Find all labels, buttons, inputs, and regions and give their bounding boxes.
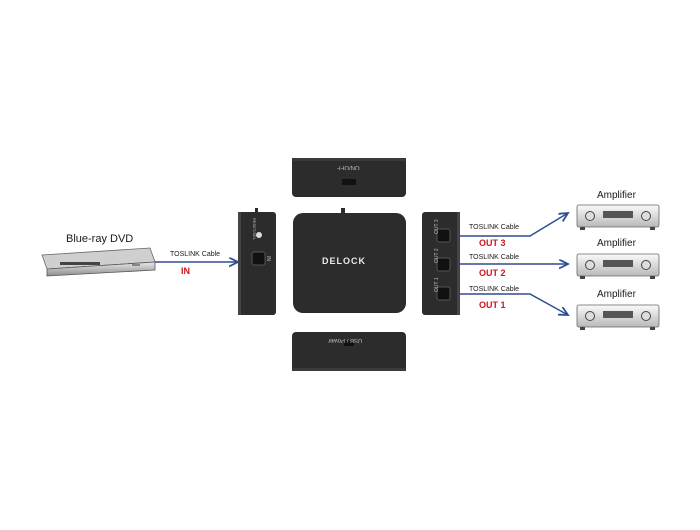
switch-right-panel <box>422 212 460 315</box>
bottom-panel-label: USB / Power <box>328 337 363 343</box>
output-cable-label: TOSLINK Cable <box>469 224 520 231</box>
output-cable-line-1 <box>460 293 568 315</box>
output-cable-label: TOSLINK Cable <box>469 286 520 293</box>
switch-main-body <box>293 208 406 313</box>
amplifier-label: Amplifier <box>597 190 636 201</box>
amplifier-label: Amplifier <box>597 289 636 300</box>
output-cable-line-3 <box>460 213 568 237</box>
amplifier-icon <box>576 204 660 230</box>
left-panel-label: IN <box>265 256 271 261</box>
switch-top-panel <box>292 158 406 197</box>
source-label: Blue-ray DVD <box>66 233 134 245</box>
top-panel-label: ON/OFF <box>337 164 360 170</box>
right-port-label: OUT 2 <box>434 248 440 263</box>
amplifier-icon <box>576 304 660 330</box>
input-port-label: IN <box>181 266 190 276</box>
input-cable-label: TOSLINK Cable <box>170 251 221 258</box>
left-panel-small-label: RESET/SEL <box>252 218 257 241</box>
amplifier-icon <box>576 253 660 279</box>
amplifier-label: Amplifier <box>597 238 636 249</box>
output-port-label: OUT 2 <box>479 268 506 278</box>
switch-left-panel <box>238 208 276 315</box>
output-port-label: OUT 3 <box>479 238 506 248</box>
switch-bottom-panel <box>292 332 406 371</box>
brand-logo: DELOCK <box>322 256 366 266</box>
right-port-label: OUT 3 <box>434 219 440 234</box>
right-port-label: OUT 1 <box>434 277 440 292</box>
bluray-player-icon <box>41 247 156 277</box>
output-port-label: OUT 1 <box>479 300 506 310</box>
output-cable-label: TOSLINK Cable <box>469 254 520 261</box>
